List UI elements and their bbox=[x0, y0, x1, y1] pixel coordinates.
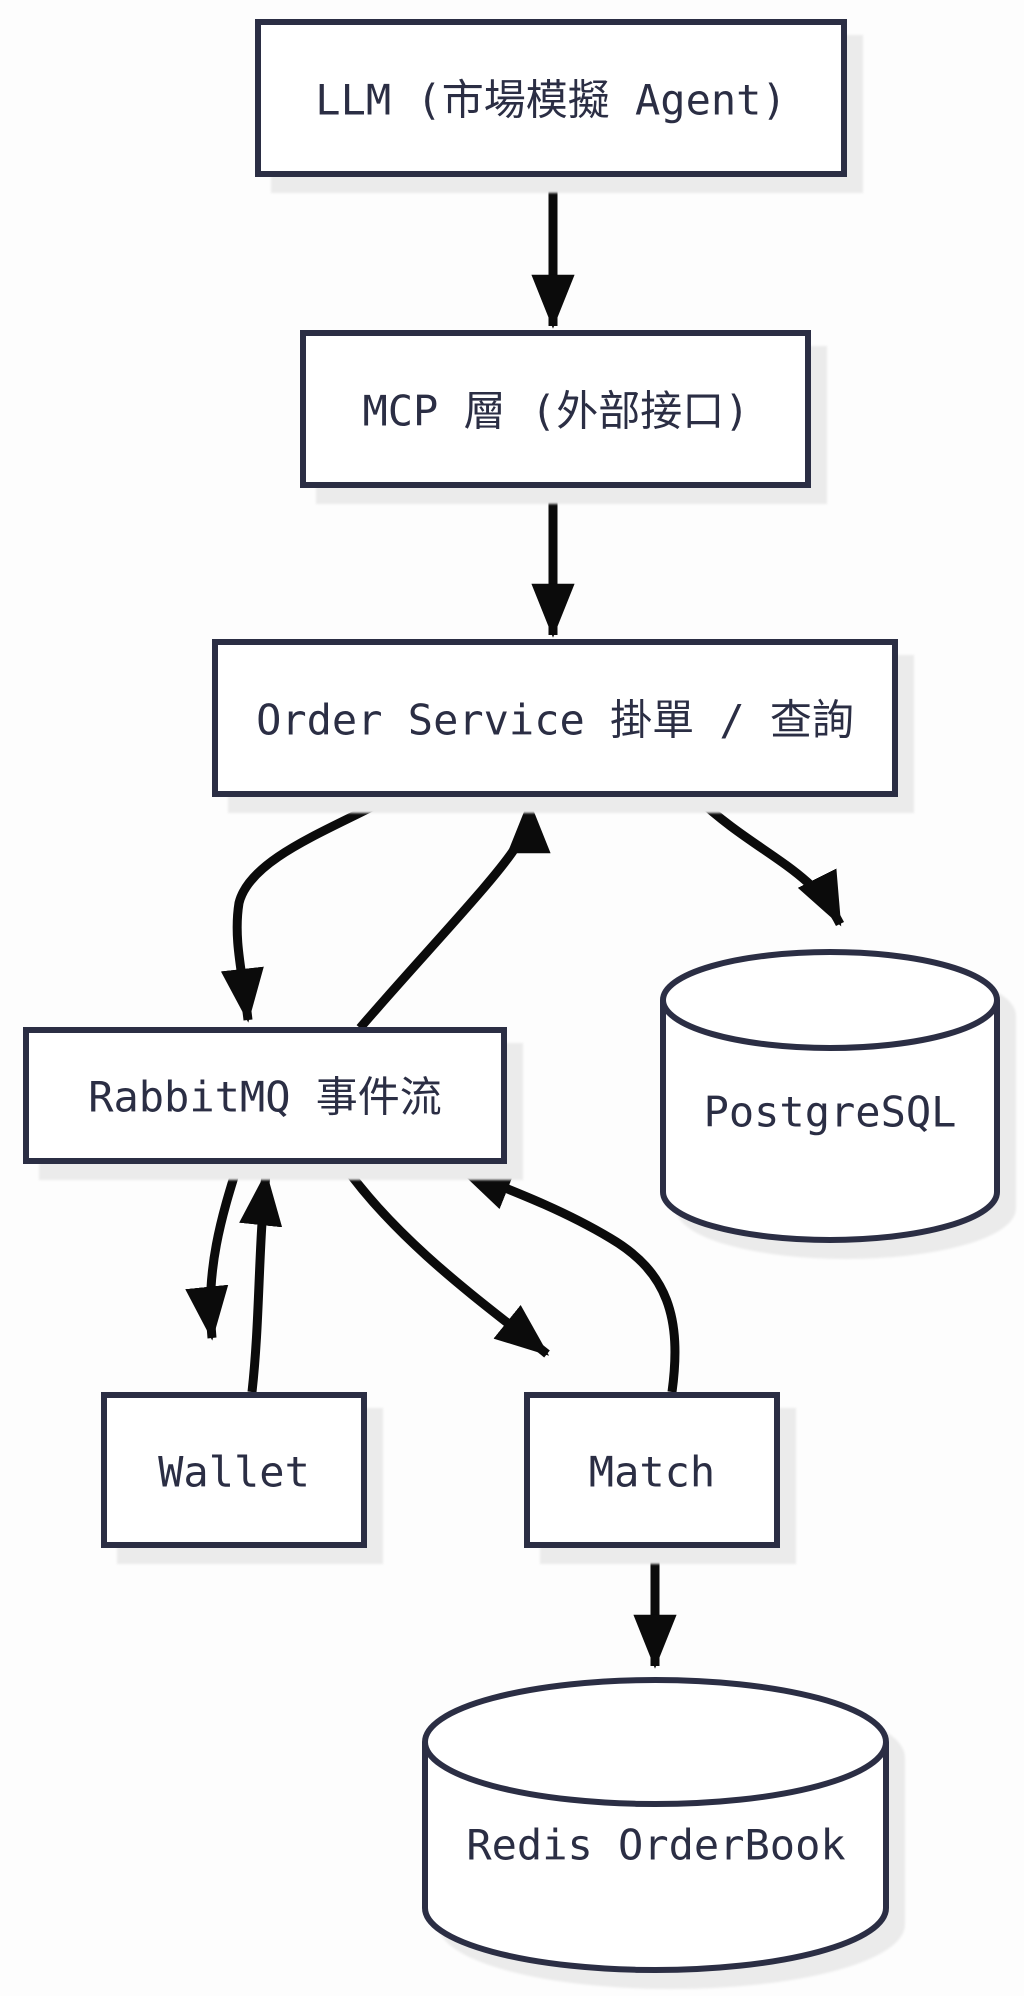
rabbitmq-label: RabbitMQ 事件流 bbox=[88, 1073, 442, 1122]
node-mcp: MCP 層 (外部接口) bbox=[300, 330, 811, 488]
rabbitmq-box bbox=[23, 1027, 507, 1164]
edge-rabbitmq-to-match bbox=[339, 1161, 550, 1358]
node-match: Match bbox=[524, 1392, 780, 1548]
redis-label: Redis OrderBook bbox=[466, 1821, 845, 1870]
order-service-label: Order Service 掛單 / 查詢 bbox=[256, 696, 854, 745]
postgresql-cylinder bbox=[660, 949, 1000, 1243]
edge-rabbitmq-to-order-service bbox=[356, 799, 551, 1031]
nodes: LLM (市場模擬 Agent) MCP 層 (外部接口) Order Serv… bbox=[23, 19, 1000, 1973]
node-redis: Redis OrderBook bbox=[422, 1677, 889, 1973]
mcp-box bbox=[300, 330, 811, 488]
node-wallet: Wallet bbox=[101, 1392, 367, 1548]
node-rabbitmq: RabbitMQ 事件流 bbox=[23, 1027, 507, 1164]
llm-label: LLM (市場模擬 Agent) bbox=[315, 76, 786, 125]
node-postgresql: PostgreSQL bbox=[660, 949, 1000, 1243]
redis-cylinder bbox=[422, 1677, 889, 1973]
mcp-label: MCP 層 (外部接口) bbox=[362, 387, 749, 436]
llm-box bbox=[255, 19, 847, 177]
edge-rabbitmq-to-wallet bbox=[185, 1162, 243, 1341]
edge-match-to-rabbitmq bbox=[457, 1165, 680, 1393]
node-llm: LLM (市場模擬 Agent) bbox=[255, 19, 847, 177]
match-box bbox=[524, 1392, 780, 1548]
node-order-service: Order Service 掛單 / 查詢 bbox=[212, 639, 898, 797]
match-label: Match bbox=[589, 1448, 715, 1497]
edges bbox=[185, 178, 845, 1669]
edge-wallet-to-rabbitmq bbox=[239, 1171, 283, 1393]
edge-order-service-to-postgresql bbox=[692, 793, 845, 927]
order-service-box bbox=[212, 639, 898, 797]
wallet-label: Wallet bbox=[158, 1448, 310, 1497]
postgresql-label: PostgreSQL bbox=[704, 1088, 957, 1137]
wallet-box bbox=[101, 1392, 367, 1548]
edge-order-service-to-rabbitmq bbox=[220, 793, 394, 1023]
